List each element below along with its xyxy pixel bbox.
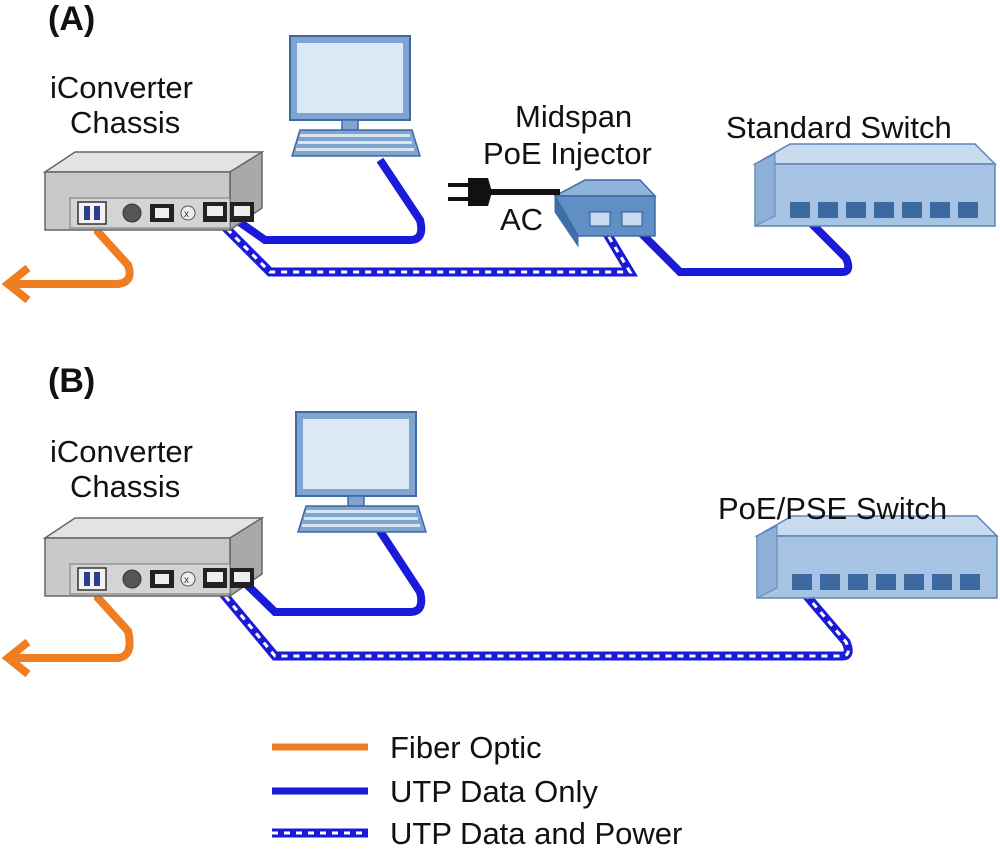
panel-b-chassis-label-line1: iConverter — [50, 434, 193, 469]
panel-a-utp-data-cable-switch — [627, 209, 853, 276]
panel-b-poe-pse-switch — [756, 515, 998, 599]
panel-b-computer-icon — [295, 411, 427, 533]
panel-a-injector-label-line1: Midspan — [515, 99, 632, 134]
legend-fiber-label: Fiber Optic — [390, 730, 542, 765]
panel-a: (A) iConverter Chassis Midspan PoE In — [1, 0, 996, 304]
panel-b-switch-label: PoE/PSE Switch — [718, 491, 947, 526]
panel-a-ac-label: AC — [500, 202, 543, 237]
panel-a-utp-data-cable-pc — [222, 157, 426, 244]
panel-b: (B) iConverter Chassis PoE/PSE Switch — [1, 362, 998, 678]
panel-b-iconverter-chassis — [44, 517, 263, 597]
panel-b-tag: (B) — [48, 362, 95, 400]
panel-a-chassis-label-line2: Chassis — [70, 105, 180, 140]
legend-utp-label: UTP Data Only — [390, 774, 598, 809]
panel-a-computer-icon — [289, 35, 421, 157]
legend: Fiber Optic UTP Data Only UTP Data and P… — [272, 730, 682, 851]
panel-a-standard-switch — [754, 143, 996, 227]
panel-b-utp-data-cable-pc — [237, 525, 426, 616]
panel-a-ac-plug-icon — [448, 178, 560, 206]
panel-a-switch-label: Standard Switch — [726, 110, 952, 145]
panel-a-iconverter-chassis — [44, 151, 263, 231]
panel-b-chassis-label-line2: Chassis — [70, 469, 180, 504]
panel-a-fiber-arrow — [1, 264, 31, 304]
panel-a-fiber-cable — [10, 222, 134, 288]
panel-a-midspan-injector — [553, 179, 657, 248]
panel-a-tag: (A) — [48, 0, 95, 38]
panel-b-utp-power-cable — [206, 575, 853, 661]
panel-a-chassis-label-line1: iConverter — [50, 70, 193, 105]
legend-utp-power-label: UTP Data and Power — [390, 816, 682, 851]
panel-a-injector-label-line2: PoE Injector — [483, 136, 652, 171]
panel-b-fiber-cable — [10, 588, 134, 662]
panel-b-fiber-arrow — [1, 638, 31, 678]
